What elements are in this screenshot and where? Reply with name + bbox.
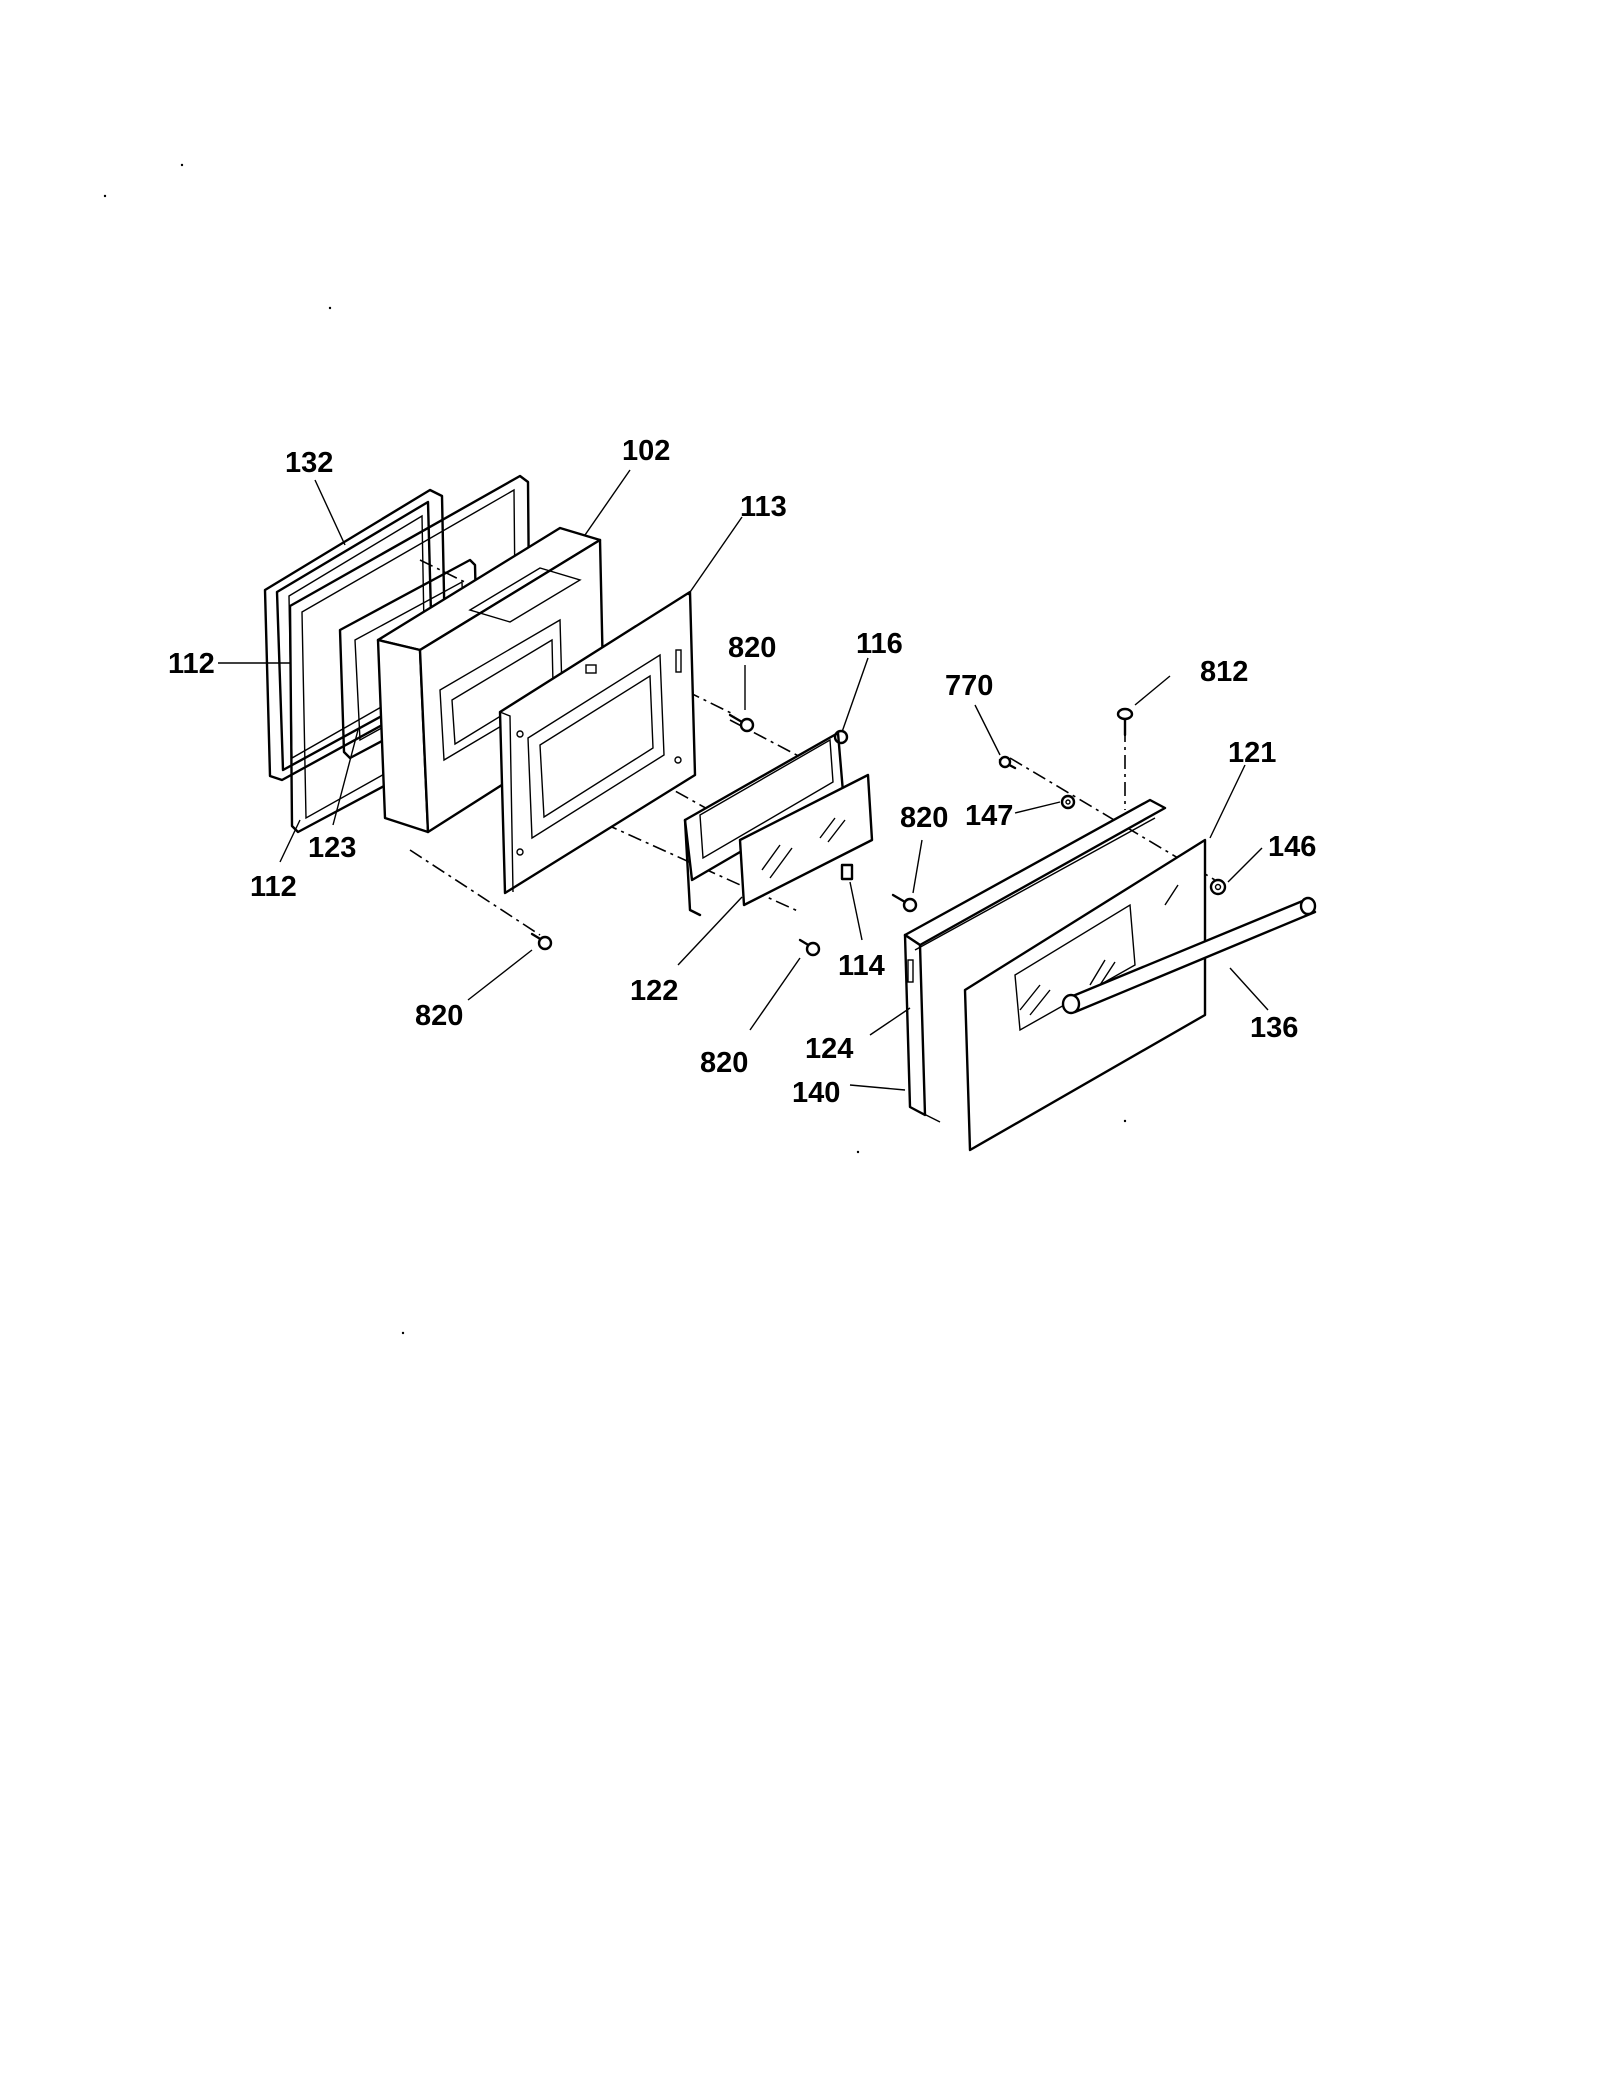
label-112-a: 112 [168, 648, 215, 680]
screw-820-a-icon [728, 713, 755, 733]
label-114: 114 [838, 950, 885, 982]
label-113: 113 [740, 491, 787, 523]
label-140: 140 [792, 1077, 840, 1109]
label-122: 122 [630, 975, 678, 1007]
screw-812-icon [1116, 707, 1134, 737]
label-820-d: 820 [700, 1047, 748, 1079]
screw-820-b-icon [891, 893, 918, 913]
part-122-inner-glass [738, 773, 874, 907]
label-102: 102 [622, 435, 670, 467]
label-116: 116 [856, 628, 903, 660]
label-820-c: 820 [415, 1000, 463, 1032]
label-146: 146 [1268, 831, 1316, 863]
label-820-a: 820 [728, 632, 776, 664]
label-147: 147 [965, 800, 1013, 832]
nut-146-icon [1209, 878, 1227, 896]
label-812: 812 [1200, 656, 1248, 688]
label-770: 770 [945, 670, 993, 702]
part-114-glass-clip [840, 863, 854, 881]
leader-lines [218, 469, 1269, 1091]
part-136-door-handle [1061, 896, 1317, 1015]
label-136: 136 [1250, 1012, 1298, 1044]
part-113-inner-panel [498, 590, 697, 895]
washer-147-icon [1060, 794, 1076, 810]
label-820-b: 820 [900, 802, 948, 834]
label-121: 121 [1228, 737, 1276, 769]
screw-770-icon [998, 755, 1017, 770]
part-140-outer-door-frame [903, 798, 1167, 1123]
label-132: 132 [285, 447, 333, 479]
screw-820-c-icon [530, 932, 553, 951]
scan-specks [103, 163, 1127, 1335]
fasteners [530, 707, 1227, 957]
part-102-door-liner [376, 526, 606, 834]
label-112-b: 112 [250, 871, 297, 903]
screw-820-d-icon [798, 938, 821, 957]
label-124: 124 [805, 1033, 853, 1065]
part-labels: 132 102 113 112 112 123 820 116 770 812 … [168, 435, 1316, 1109]
label-123: 123 [308, 832, 356, 864]
